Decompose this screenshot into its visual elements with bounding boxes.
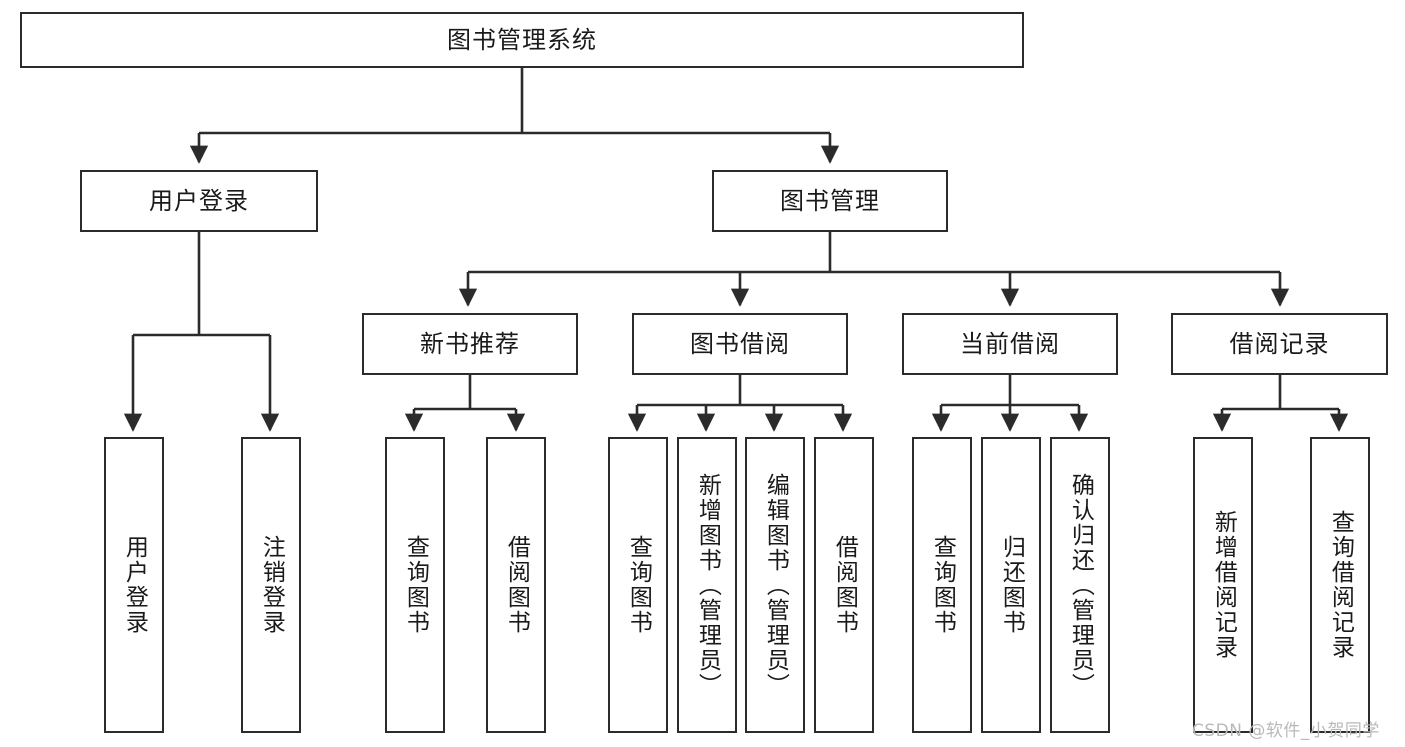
node-new-book-recommend[interactable]: 新书推荐 (362, 313, 578, 375)
node-leaf-borrow-book-recommend[interactable]: 借阅图书 (486, 437, 546, 733)
node-leaf-borrow-book-recommend-label: 借阅图书 (503, 535, 530, 635)
node-book-management-label: 图书管理 (780, 186, 880, 215)
node-leaf-query-book-current[interactable]: 查询图书 (912, 437, 972, 733)
node-leaf-logout-label: 注销登录 (258, 535, 285, 635)
node-leaf-edit-book-admin-label: 编辑图书（管理员） (762, 472, 789, 698)
node-leaf-return-book-label: 归还图书 (998, 535, 1025, 635)
node-borrow-record-label: 借阅记录 (1229, 329, 1330, 358)
node-leaf-query-borrow-record-label: 查询借阅记录 (1327, 510, 1354, 660)
node-leaf-confirm-return-admin-label: 确认归还（管理员） (1067, 472, 1094, 698)
node-leaf-user-login-label: 用户登录 (121, 535, 148, 635)
node-current-borrow[interactable]: 当前借阅 (902, 313, 1118, 375)
node-book-borrow-label: 图书借阅 (690, 329, 790, 358)
node-root[interactable]: 图书管理系统 (20, 12, 1024, 68)
node-user-login-label: 用户登录 (149, 186, 249, 215)
node-leaf-logout[interactable]: 注销登录 (241, 437, 301, 733)
node-leaf-query-book-recommend[interactable]: 查询图书 (385, 437, 445, 733)
node-leaf-query-borrow-record[interactable]: 查询借阅记录 (1310, 437, 1370, 733)
node-leaf-add-borrow-record-label: 新增借阅记录 (1210, 510, 1237, 660)
node-leaf-add-borrow-record[interactable]: 新增借阅记录 (1193, 437, 1253, 733)
node-book-management[interactable]: 图书管理 (712, 170, 948, 232)
node-leaf-query-book-borrow[interactable]: 查询图书 (608, 437, 668, 733)
node-leaf-confirm-return-admin[interactable]: 确认归还（管理员） (1050, 437, 1110, 733)
node-book-borrow[interactable]: 图书借阅 (632, 313, 848, 375)
node-leaf-add-book-admin[interactable]: 新增图书（管理员） (677, 437, 737, 733)
node-leaf-query-book-current-label: 查询图书 (929, 535, 956, 635)
node-leaf-borrow-book-label: 借阅图书 (831, 535, 858, 635)
node-borrow-record[interactable]: 借阅记录 (1171, 313, 1388, 375)
node-new-book-recommend-label: 新书推荐 (420, 329, 520, 358)
node-leaf-edit-book-admin[interactable]: 编辑图书（管理员） (745, 437, 805, 733)
node-root-label: 图书管理系统 (447, 25, 597, 54)
node-user-login[interactable]: 用户登录 (80, 170, 318, 232)
node-leaf-borrow-book[interactable]: 借阅图书 (814, 437, 874, 733)
node-leaf-query-book-borrow-label: 查询图书 (625, 535, 652, 635)
node-leaf-user-login[interactable]: 用户登录 (104, 437, 164, 733)
node-leaf-return-book[interactable]: 归还图书 (981, 437, 1041, 733)
node-leaf-add-book-admin-label: 新增图书（管理员） (694, 472, 721, 698)
node-current-borrow-label: 当前借阅 (960, 329, 1060, 358)
node-leaf-query-book-recommend-label: 查询图书 (402, 535, 429, 635)
watermark-text: CSDN @软件_小贺同学 (1192, 721, 1380, 741)
